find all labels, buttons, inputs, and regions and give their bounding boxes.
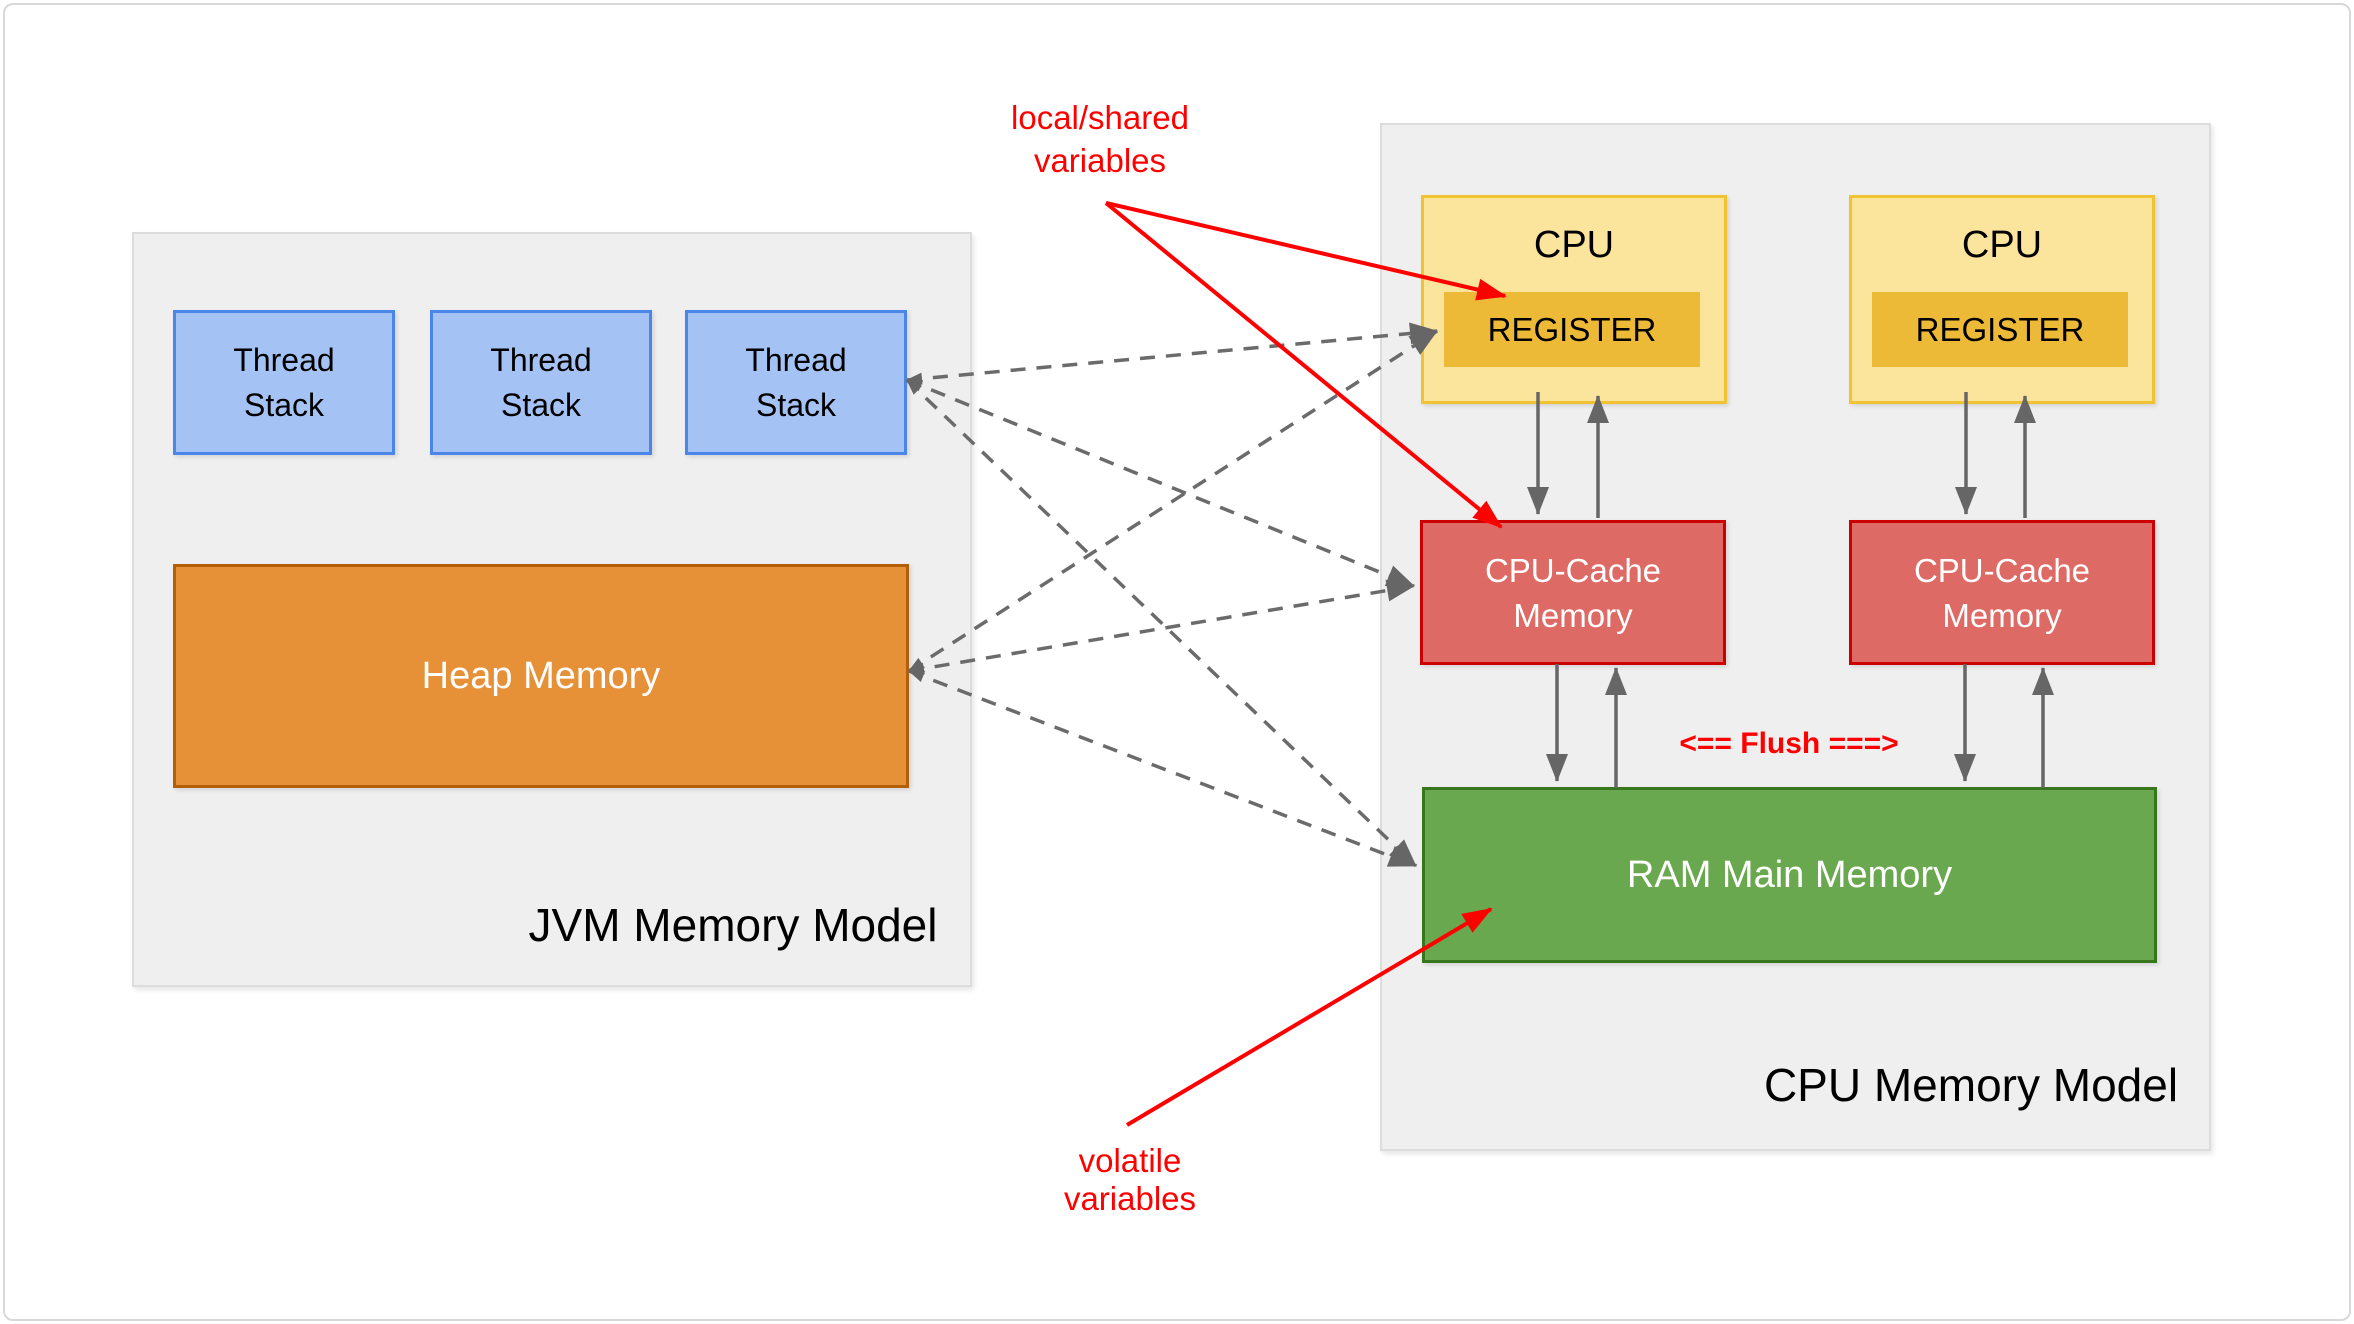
dashed-arrow-threadstack-cache — [906, 378, 1415, 588]
cpu-box-2: CPU REGISTER — [1849, 195, 2155, 404]
cpu-label: CPU — [1961, 224, 2043, 266]
thread-stack-box-3: Thread Stack — [685, 310, 907, 455]
cpu-cache-box-1: CPU-Cache Memory — [1420, 520, 1726, 665]
heap-memory-box: Heap Memory — [173, 564, 909, 788]
dashed-arrow-threadstack-register — [906, 322, 1438, 385]
cpu-box-1: CPU REGISTER — [1421, 195, 1727, 404]
thread-stack-label: Thread Stack — [233, 341, 335, 423]
local-shared-variables-label: local/shared variables — [1011, 99, 1189, 179]
thread-stack-box-2: Thread Stack — [430, 310, 652, 455]
thread-stack-label: Thread Stack — [745, 341, 847, 423]
cpu-cache-box-2: CPU-Cache Memory — [1849, 520, 2155, 665]
dashed-arrow-heap-cache — [908, 579, 1415, 675]
thread-stack-label: Thread Stack — [490, 341, 592, 423]
cpu-cache-label: CPU-Cache Memory — [1913, 551, 2091, 634]
dashed-arrow-threadstack-ram — [905, 378, 1418, 868]
dashed-arrow-heap-register — [908, 329, 1438, 673]
dashed-arrow-heap-ram — [908, 669, 1417, 868]
register-box-1: REGISTER — [1444, 292, 1700, 367]
ram-main-memory-box: RAM Main Memory — [1422, 787, 2157, 963]
volatile-variables-label: volatile variables — [1063, 1142, 1197, 1217]
ram-main-memory-label: RAM Main Memory — [1626, 853, 1953, 896]
jvm-model-title: JVM Memory Model — [528, 899, 938, 951]
cpu-memory-model-container: CPU REGISTER CPU REGISTER CPU-Cache Memo… — [1380, 123, 2211, 1151]
register-label: REGISTER — [1487, 310, 1657, 348]
flush-label: <== Flush ===> — [1679, 727, 1899, 760]
cpu-cache-label: CPU-Cache Memory — [1484, 551, 1662, 634]
cpu-model-title: CPU Memory Model — [1763, 1059, 2179, 1111]
thread-stack-box-1: Thread Stack — [173, 310, 395, 455]
register-box-2: REGISTER — [1872, 292, 2128, 367]
heap-memory-label: Heap Memory — [421, 654, 661, 697]
register-label: REGISTER — [1915, 310, 2085, 348]
cpu-label: CPU — [1533, 224, 1615, 266]
jvm-memory-model-container: Thread Stack Thread Stack Thread Stack H… — [132, 232, 972, 987]
